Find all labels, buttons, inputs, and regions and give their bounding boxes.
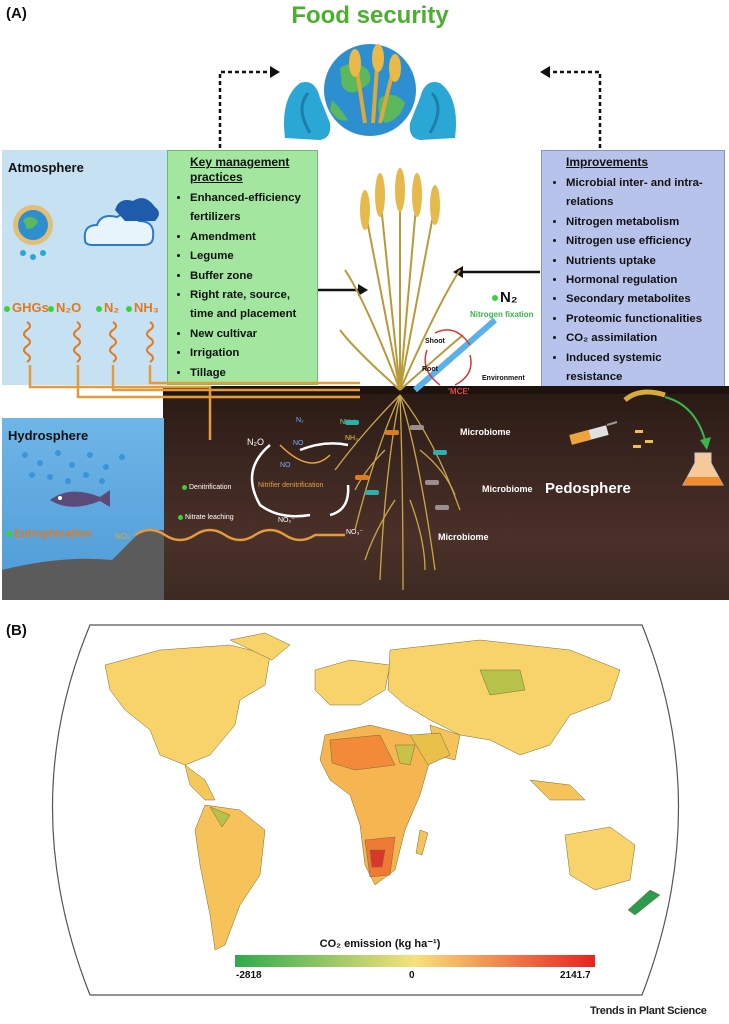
legend-title: CO₂ emission (kg ha⁻¹) [319,938,441,950]
food-security-globe-illustration [284,44,456,140]
soil-nh3-label: NH₃ [345,435,358,442]
gas-n2o: N₂O [48,300,81,315]
soil-n2-label: N₂ [296,417,304,424]
improvement-item: Proteomic functionalities [566,310,718,329]
gas-emission-squiggles [23,321,154,363]
australia-region [564,826,636,891]
nitrogen-cycle-diagram [250,442,350,518]
improvement-item: Nutrients uptake [566,252,718,271]
management-item: Right rate, source, time and placement [190,286,311,325]
eutrophication-label: Eutrophication [6,528,92,540]
soil-layer [163,390,729,600]
atmosphere-label: Atmosphere [8,160,84,175]
management-item: Enhanced-efficiency fertilizers [190,189,311,228]
earth-sun-cloud-illustration [13,198,159,260]
right-hand-icon [409,82,456,140]
improvement-item: Nitrogen use efficiency [566,232,718,251]
management-title-line1: Key management [190,155,290,169]
emission-colorbar [235,955,595,967]
soil-no-label-1: NO [293,440,304,447]
syringe-icon [569,421,618,445]
food-security-title: Food security [291,2,449,29]
nitrate-leaching-label: Nitrate leaching [178,514,234,521]
left-hand-icon [284,82,331,140]
north-america-region [104,644,271,766]
flask-icon [682,452,724,486]
legend-min: -2818 [236,970,262,981]
food-security-arrows [218,66,602,155]
improvement-item: Hormonal regulation [566,271,718,290]
wheat-plant-illustration [334,168,464,591]
denitrification-label: Denitrification [182,484,231,491]
gas-ghgs: GHGs [4,300,49,315]
improvements-box: Improvements Microbial inter- and intra-… [541,150,725,387]
gas-n2: N₂ [96,300,119,315]
microbiome-label-3: Microbiome [438,532,489,542]
management-item: New cultivar [190,325,311,344]
improvement-item: CO₂ assimilation [566,329,718,348]
south-america-region [194,804,266,951]
atmosphere-panel [2,150,167,385]
legend-mid: 0 [409,970,415,981]
management-item: Tillage [190,364,311,383]
panel-a-label: (A) [6,5,27,22]
management-practices-box: Key management practices Enhanced-effici… [167,150,318,385]
soil-no-label-2: NO [280,462,291,469]
journal-credit: Trends in Plant Science [590,1005,707,1017]
europe-region [314,659,391,706]
gas-nh3: NH₃ [126,300,159,315]
environment-label: Environment [482,375,525,382]
soil-no2-label: NO₂⁻ [278,517,295,524]
legend-max: 2141.7 [560,970,591,981]
soil-surface [163,386,729,394]
shoot-label: Shoot [425,338,445,345]
improvement-item: Nitrogen metabolism [566,213,718,232]
hydrosphere-ground [2,530,164,600]
management-title-line2: practices [190,170,243,184]
syringe-flask-illustration [569,389,724,486]
management-item: Irrigation [190,344,311,363]
hydrosphere-label: Hydrosphere [8,428,89,443]
root-label: Root [422,366,438,373]
n2-fixation-n2-label: N₂ [492,289,518,306]
improvements-title: Improvements [566,155,649,169]
mce-loop-diagram [413,317,497,393]
nitrogen-fixation-label: Nitrogen fixation [470,310,534,319]
pedosphere-label: Pedosphere [545,480,631,497]
management-item: Amendment [190,228,311,247]
new-zealand-region [627,889,661,916]
hydro-no3-label: NO₃⁻ [115,532,135,541]
microbiome-label-1: Microbiome [460,427,511,437]
panel-b-label: (B) [6,622,27,639]
world-emission-map [51,624,680,996]
fish-icon [50,490,110,507]
water-bubbles-illustration [22,450,125,507]
improvement-item: Secondary metabolites [566,290,718,309]
soil-n2o-label: N₂O [247,437,264,447]
emission-flow-lines [28,365,360,542]
microbiome-label-2: Microbiome [482,484,533,494]
management-item: Buffer zone [190,267,311,286]
management-item: Legume [190,247,311,266]
improvement-item: Microbial inter- and intra-relations [566,174,718,213]
cloud-icon [83,212,155,246]
nitrifier-denitrification-label: Nitrifier denitrification [258,482,324,489]
soil-no3-label: NO₃⁻ [346,529,364,536]
asia-region [387,639,621,756]
improvement-item: Induced systemic resistance [566,349,718,388]
mce-label: 'MCE' [448,387,470,396]
